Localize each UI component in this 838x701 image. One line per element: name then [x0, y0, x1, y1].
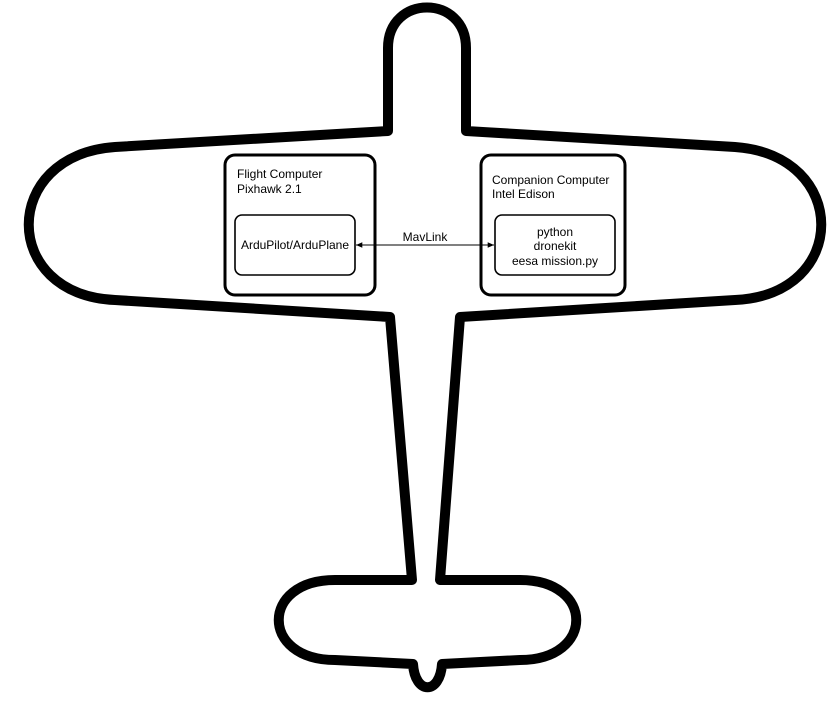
flight-computer-box: Flight Computer Pixhawk 2.1 ArduPilot/Ar… [223, 153, 377, 297]
companion-software-line-3: eesa mission.py [512, 254, 598, 268]
companion-software-line-1: python [537, 225, 573, 239]
autopilot-software-label: ArduPilot/ArduPlane [241, 238, 349, 252]
companion-computer-model: Intel Edison [492, 187, 555, 201]
flight-computer-model: Pixhawk 2.1 [237, 182, 302, 196]
companion-software-box [494, 214, 616, 276]
mavlink-label: MavLink [403, 230, 449, 244]
companion-computer-title: Companion Computer [492, 173, 609, 187]
autopilot-software-box [234, 214, 356, 276]
flight-computer-title: Flight Computer [237, 167, 322, 181]
airplane-outline [23, 2, 827, 693]
companion-software-line-2: dronekit [534, 239, 577, 253]
companion-computer-box: Companion Computer Intel Edison python d… [479, 153, 627, 297]
